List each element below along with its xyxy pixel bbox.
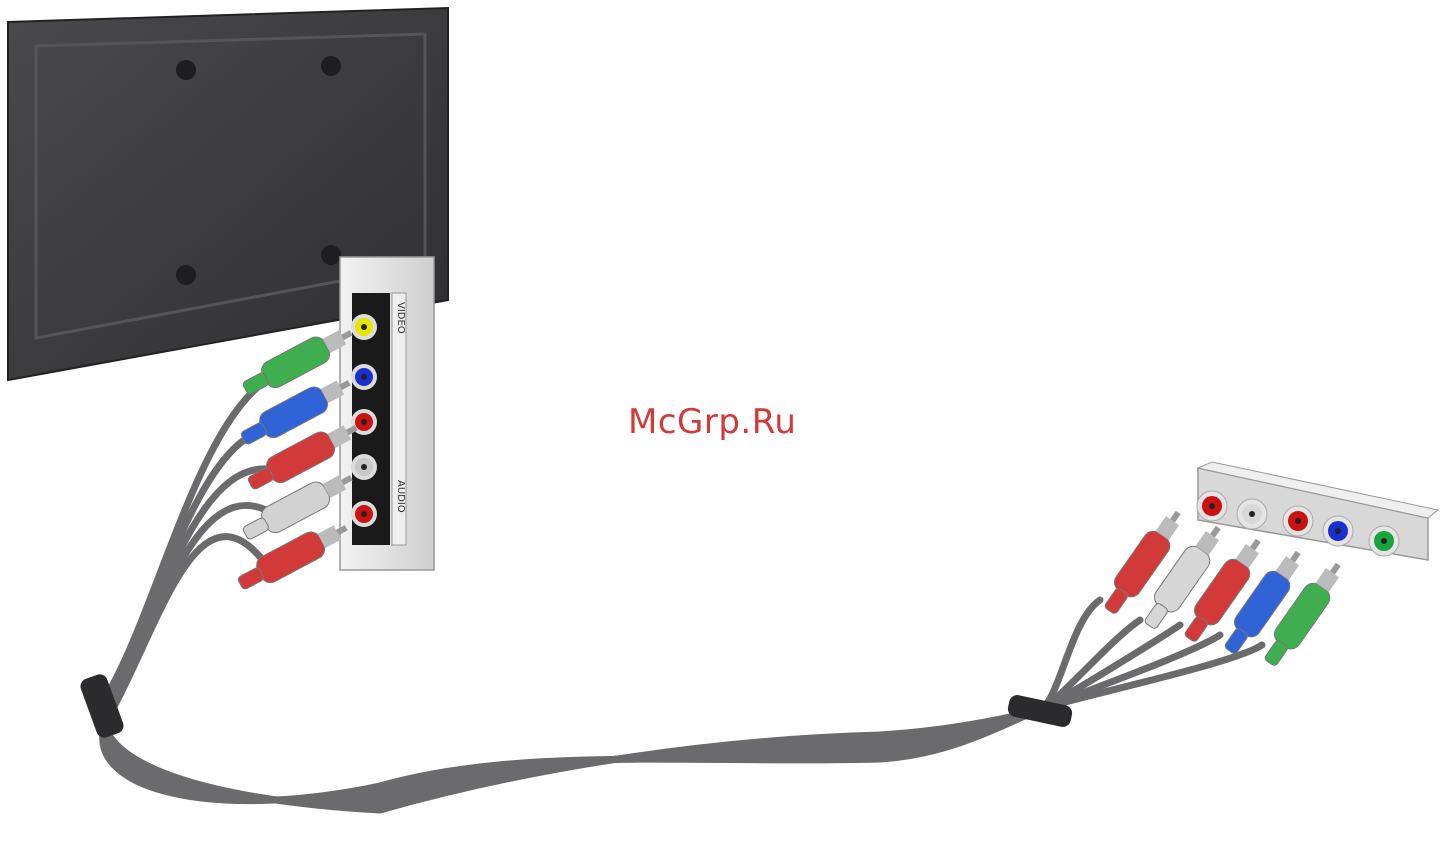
jack-red-2[interactable] <box>351 501 377 527</box>
jack-yellow[interactable] <box>351 314 377 340</box>
jack-blue[interactable] <box>351 364 377 390</box>
watermark-text: McGrp.Ru <box>628 402 796 442</box>
device-jack-green[interactable] <box>1369 526 1399 556</box>
mount-hole <box>176 60 196 80</box>
jack-white[interactable] <box>351 454 377 480</box>
device-jack-red-2[interactable] <box>1283 506 1313 536</box>
mount-hole <box>321 245 341 265</box>
device-output-panel <box>1197 462 1438 560</box>
video-label: VIDEO <box>395 302 406 334</box>
device-jack-white[interactable] <box>1237 499 1267 529</box>
mount-hole <box>176 265 196 285</box>
device-jack-blue[interactable] <box>1323 516 1353 546</box>
audio-label: AUDIO <box>395 480 406 513</box>
device-jack-red[interactable] <box>1197 491 1227 521</box>
mount-hole <box>321 56 341 76</box>
tv-input-panel: VIDEO AUDIO <box>340 257 434 570</box>
cable-bundle <box>103 378 1262 810</box>
